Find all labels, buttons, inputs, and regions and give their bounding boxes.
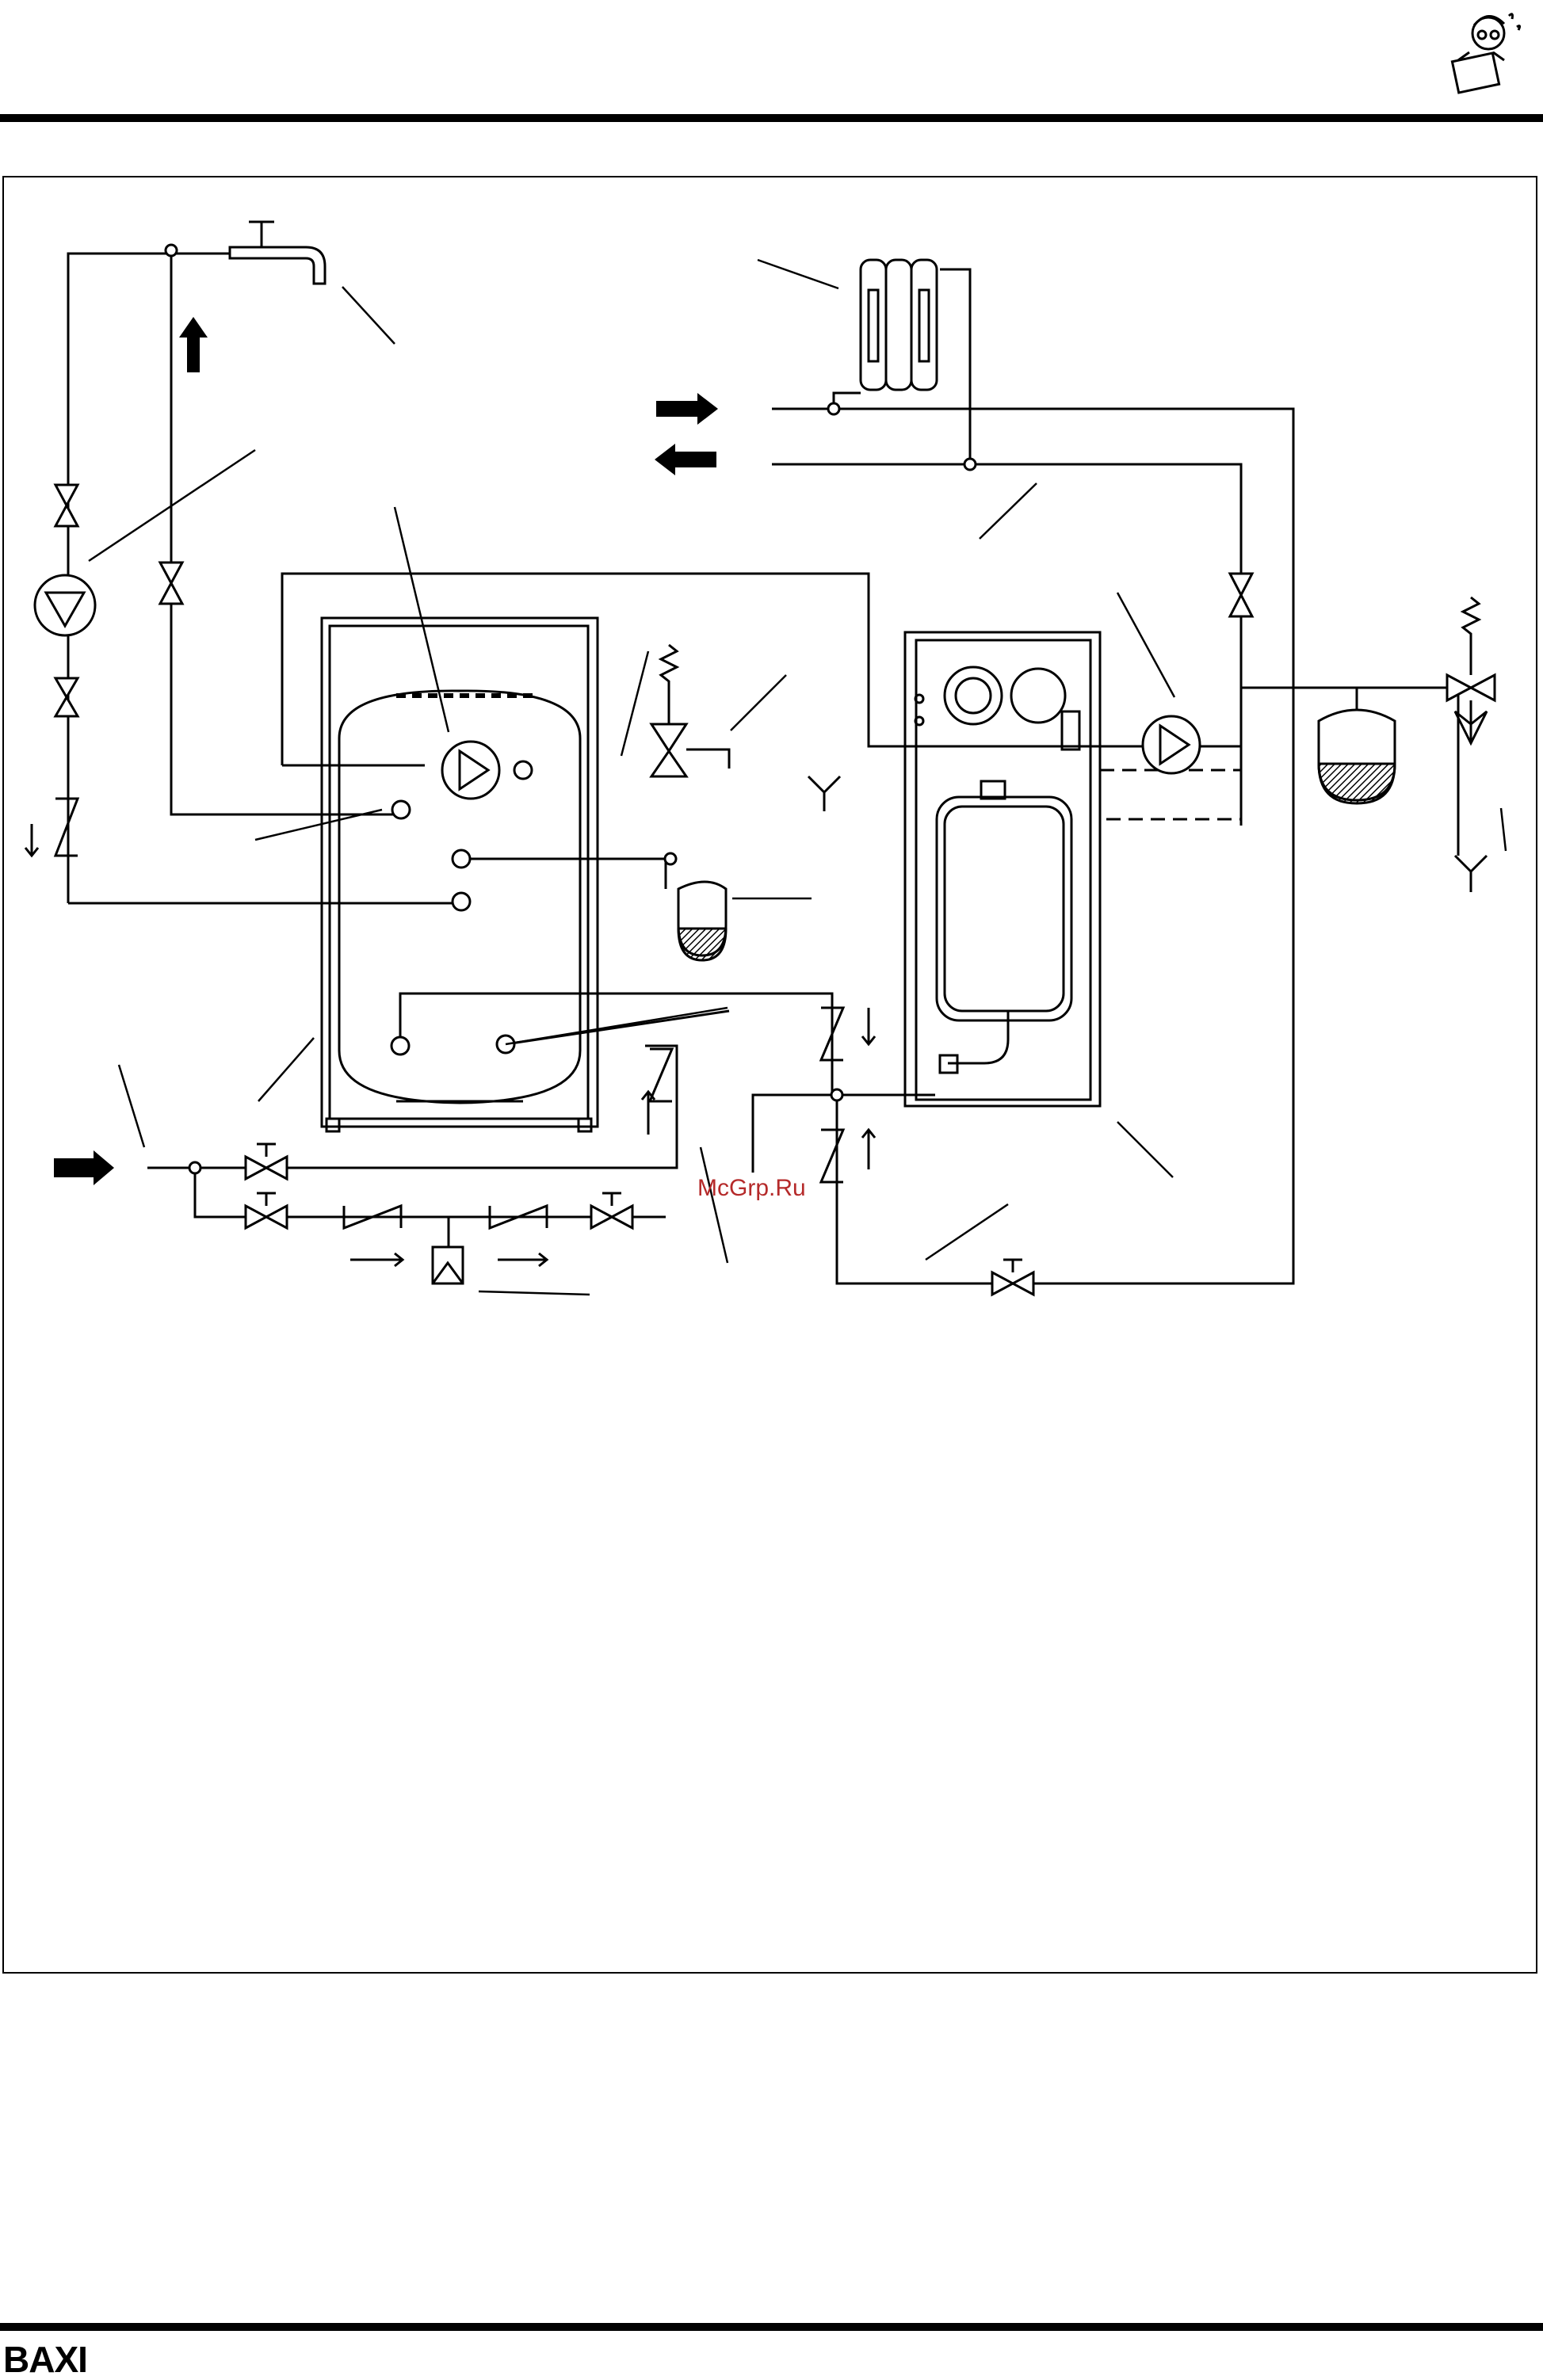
diagram-frame [2, 176, 1537, 1974]
brand-logo: BAXI [3, 2339, 88, 2380]
expansion-vessel-icon [1317, 708, 1396, 805]
reading-mascot-icon [1450, 13, 1522, 94]
direction-arrows [24, 824, 877, 1268]
tank-pump-pipe [281, 572, 1155, 765]
cold-water-inlet-pipe [147, 1044, 678, 1169]
drain-funnel-icon [431, 775, 1488, 1285]
shutoff-valve-icon [53, 483, 1255, 1297]
check-valve-icon [53, 797, 846, 1230]
pump-icon [441, 740, 501, 800]
leader-lines [88, 258, 1507, 1296]
tank-coil-pipe [399, 992, 834, 1093]
radiator-pipes [832, 268, 972, 464]
flow-arrow-icon [54, 317, 718, 1185]
header-rule [0, 114, 1543, 122]
watermark: McGrp.Ru [697, 1175, 806, 1201]
radiator-icon [859, 258, 938, 391]
pump-icon [1141, 715, 1201, 775]
safety-valve-icon [649, 643, 731, 778]
tank-connections [390, 760, 533, 1056]
feed-pipe [751, 1093, 935, 1173]
heating-supply-pipe [772, 463, 1243, 826]
dhw-loop-pipe [67, 252, 396, 903]
pipe-junctions [164, 243, 977, 1175]
boiler-icon [903, 631, 1102, 1108]
footer-rule [0, 2323, 1543, 2331]
hot-water-tap-icon [228, 220, 327, 285]
pump-icon [33, 574, 97, 637]
safety-valve-icon [1446, 596, 1496, 746]
tank-sensor-pipe [461, 857, 667, 889]
storage-tank-icon [320, 616, 599, 1133]
dashed-flow-pipe [1100, 769, 1243, 821]
expansion-vessel-icon [677, 880, 728, 962]
bypass-pipe [193, 1168, 666, 1219]
boiler-return-pipe [772, 407, 1295, 1285]
